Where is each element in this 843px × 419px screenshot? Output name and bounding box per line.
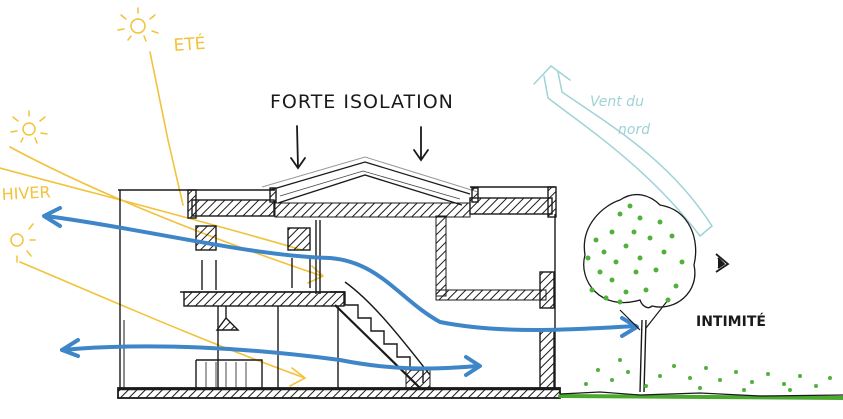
- summer-label: ETÉ: [173, 32, 206, 56]
- sun-icon-summer: [117, 7, 159, 42]
- tree-icon: [583, 193, 832, 393]
- ground-line: [117, 387, 843, 400]
- sun-icon-winter-low: [10, 223, 36, 263]
- arrow-icon-north-wind: [533, 65, 713, 237]
- winter-label: HIVER: [1, 182, 51, 204]
- north-wind-label-line1: Vent du: [590, 94, 644, 110]
- house-section: [118, 156, 557, 390]
- tree-foliage: [585, 203, 685, 305]
- eye-icon: [715, 253, 730, 273]
- strong-insulation-label: FORTE ISOLATION: [270, 91, 454, 113]
- north-wind-label-line2: nord: [618, 122, 650, 138]
- summer-sun-rays: [0, 51, 325, 387]
- arrow-icon-air-flow: [42, 206, 639, 377]
- arrow-icon-insulation: [290, 125, 429, 170]
- privacy-label: INTIMITÉ: [696, 313, 766, 330]
- grass-dots: [584, 358, 832, 392]
- sun-icon-winter-high: [10, 110, 48, 144]
